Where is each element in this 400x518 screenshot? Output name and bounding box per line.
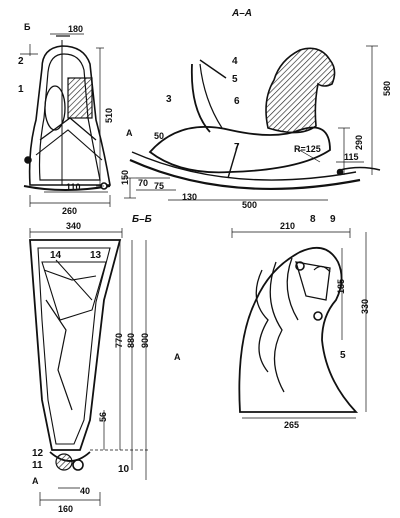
dim-900: 900	[140, 333, 150, 348]
seat-back-top	[199, 59, 227, 79]
dim-580: 580	[382, 81, 392, 96]
section-label-bb: Б–Б	[132, 214, 152, 225]
mane-3	[286, 257, 299, 321]
cut-mark-a-right: A	[174, 352, 181, 362]
part-9: 9	[330, 214, 336, 225]
dim-75: 75	[154, 181, 164, 191]
rocker-lower	[129, 158, 361, 191]
dim-110: 110	[66, 182, 81, 192]
dim-160: 160	[58, 504, 73, 514]
side-dimensions	[124, 45, 378, 201]
part-13: 13	[90, 250, 102, 261]
eye	[313, 265, 331, 273]
dim-185: 185	[336, 279, 346, 294]
mane-1	[255, 269, 269, 373]
cut-mark-a-bottom: A	[32, 476, 39, 486]
dim-130: 130	[182, 192, 197, 202]
section-label-aa: А–А	[231, 8, 252, 19]
bridle-ring-top	[295, 261, 305, 271]
rocker-upper	[131, 151, 357, 181]
part-1: 1	[18, 84, 24, 95]
dim-150: 150	[120, 170, 130, 185]
mane-2	[269, 261, 285, 393]
part-6: 6	[234, 96, 240, 107]
part-10: 10	[118, 464, 130, 475]
dim-40: 40	[80, 486, 90, 496]
bb-hatched-hub	[55, 453, 73, 471]
bb-outer	[29, 239, 122, 451]
bridle	[295, 261, 331, 301]
section-bb-dimensions	[29, 228, 150, 506]
side-view	[129, 47, 381, 191]
front-bolt-left	[24, 156, 32, 164]
part-8: 8	[310, 214, 316, 225]
dim-50: 50	[154, 131, 164, 141]
part-14: 14	[50, 250, 62, 261]
dim-330: 330	[360, 299, 370, 314]
dim-210: 210	[280, 221, 295, 231]
dim-510: 510	[104, 108, 114, 123]
front-braces	[39, 117, 97, 141]
dim-56: 56	[98, 412, 108, 422]
dim-770: 770	[114, 333, 124, 348]
head-detail-view	[238, 246, 359, 413]
dim-260: 260	[62, 206, 77, 216]
part-3: 3	[166, 94, 172, 105]
dim-r125: R=125	[294, 144, 321, 154]
seat-body	[148, 126, 331, 174]
part-2: 2	[18, 56, 24, 67]
dim-340: 340	[66, 221, 81, 231]
front-hatched-block	[67, 77, 93, 119]
dim-880: 880	[126, 333, 136, 348]
section-bb-view	[29, 239, 122, 471]
seat-back-strut	[190, 63, 211, 133]
horse-head-hatched	[265, 47, 336, 134]
bb-wheel	[72, 459, 84, 471]
front-dimensions	[20, 33, 111, 207]
dim-290: 290	[354, 135, 364, 150]
part-4: 4	[232, 56, 238, 67]
bridle-ring-bottom	[313, 311, 323, 321]
front-leg	[227, 143, 239, 179]
front-seat-loop	[44, 85, 66, 131]
cut-mark-a-left: A	[126, 128, 133, 138]
dim-115: 115	[344, 152, 359, 162]
dim-180: 180	[68, 24, 83, 34]
head-outline	[238, 246, 359, 413]
cut-mark-b: Б	[24, 22, 31, 32]
part-12: 12	[32, 448, 44, 459]
dim-70: 70	[138, 178, 148, 188]
part-7: 7	[234, 142, 240, 153]
part-5: 5	[232, 74, 238, 85]
bb-inner-strut	[45, 299, 73, 411]
head-dimensions	[231, 228, 367, 419]
dim-265: 265	[284, 420, 299, 430]
part-5-detail: 5	[340, 350, 346, 361]
part-11: 11	[32, 460, 43, 471]
front-view	[23, 35, 111, 191]
dim-500: 500	[242, 200, 257, 210]
